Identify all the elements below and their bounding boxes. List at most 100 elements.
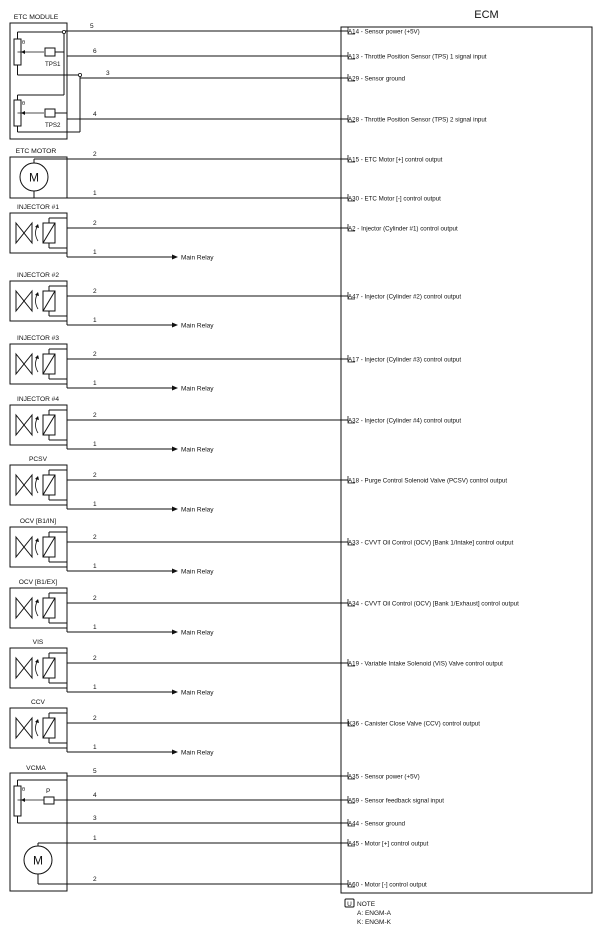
pin-number: 5 (93, 768, 97, 775)
valve-symbol (15, 413, 25, 437)
coil-diagonal (42, 353, 56, 375)
main-relay-arrow (172, 629, 178, 635)
pin-number: 2 (93, 595, 97, 602)
valve-arrow-head (35, 659, 39, 663)
main-relay-label: Main Relay (181, 507, 214, 514)
note-title: NOTE (357, 901, 376, 908)
terminal-bracket (347, 796, 355, 804)
coil-diagonal (42, 657, 56, 679)
terminal-bracket (347, 659, 355, 667)
motor-icon (19, 162, 49, 192)
pin-number: 2 (93, 472, 97, 479)
actuator-title: OCV [B1/EX] (19, 579, 58, 586)
actuator-terminal-label: A32 - Injector (Cylinder #4) control out… (348, 418, 461, 425)
actuator-terminal-label: A17 - Injector (Cylinder #3) control out… (348, 357, 461, 364)
terminal-bracket (347, 538, 355, 546)
actuator-title: PCSV (29, 456, 48, 463)
terminal-bracket (347, 819, 355, 827)
ecm-box (340, 26, 593, 894)
coil-icon (42, 353, 56, 375)
terminal-bracket (347, 194, 355, 202)
pin-number: 1 (93, 249, 97, 256)
vcma-terminal-label: A59 - Sensor feedback signal input (348, 798, 444, 805)
terminal-bracket (347, 880, 355, 888)
etc-terminal-label: A29 - Sensor ground (348, 76, 406, 83)
main-relay-arrow (172, 568, 178, 574)
actuator-terminal-label: A2 - Injector (Cylinder #1) control outp… (348, 226, 458, 233)
etc-terminal-label: A30 - ETC Motor [-] control output (348, 196, 441, 203)
actuator-terminal-label: A33 - CVVT Oil Control (OCV) [Bank 1/Int… (348, 540, 514, 547)
vcma-motor-symbol: M (33, 854, 43, 868)
pin-number: 4 (93, 792, 97, 799)
terminal-bracket (347, 772, 355, 780)
note-icon-letter: U (347, 901, 352, 908)
theta-symbol: θ (22, 101, 25, 107)
pin-number: 1 (93, 501, 97, 508)
coil-diagonal (42, 290, 56, 312)
valve-symbol (15, 352, 25, 376)
actuator-title: CCV (31, 699, 46, 706)
actuator-terminal-label: A19 - Variable Intake Solenoid (VIS) Val… (348, 661, 503, 668)
terminal-bracket (347, 155, 355, 163)
terminal-bracket (347, 476, 355, 484)
actuator-title: INJECTOR #4 (17, 396, 59, 403)
pin-number: 1 (93, 380, 97, 387)
note-line: K: ENGM-K (357, 919, 392, 926)
etc-terminal-label: A13 - Throttle Position Sensor (TPS) 1 s… (348, 54, 487, 61)
pin-number: 2 (93, 534, 97, 541)
terminal-bracket (347, 599, 355, 607)
pin-number: 1 (93, 624, 97, 631)
etc-terminal-label: A14 - Sensor power (+5V) (348, 29, 420, 36)
pin-number: 2 (93, 151, 97, 158)
theta-symbol: θ (22, 787, 25, 793)
valve-symbol (15, 535, 25, 559)
pin-number: 2 (93, 288, 97, 295)
terminal-bracket (347, 839, 355, 847)
coil-diagonal (42, 414, 56, 436)
pin-number: 3 (93, 815, 97, 822)
coil-diagonal (42, 222, 56, 244)
actuator-terminal-label: K36 - Canister Close Valve (CCV) control… (348, 721, 480, 728)
pin-number: 1 (93, 190, 97, 197)
coil-icon (42, 717, 56, 739)
actuator-box (9, 212, 68, 254)
main-relay-label: Main Relay (181, 690, 214, 697)
main-relay-label: Main Relay (181, 630, 214, 637)
tps2-wiper-arrow (21, 111, 25, 115)
main-relay-arrow (172, 446, 178, 452)
coil-diagonal (42, 474, 56, 496)
coil-icon (42, 414, 56, 436)
vcma-terminal-label: A45 - Motor [+] control output (348, 841, 429, 848)
vcma-terminal-label: A35 - Sensor power (+5V) (348, 774, 420, 781)
junction-dot (78, 73, 83, 78)
actuator-title: VIS (33, 639, 44, 646)
main-relay-label: Main Relay (181, 255, 214, 262)
tps1-wiper-arrow (21, 50, 25, 54)
etc-motor-title: ETC MOTOR (16, 148, 57, 155)
valve-arrow-head (35, 224, 39, 228)
valve-symbol (23, 413, 33, 437)
pin-number: 2 (93, 715, 97, 722)
main-relay-label: Main Relay (181, 569, 214, 576)
vcma-terminal-label: A60 - Motor [-] control output (348, 882, 427, 889)
pin-number: 1 (93, 441, 97, 448)
tps1-sensor-element (44, 47, 56, 57)
terminal-bracket (347, 52, 355, 60)
main-relay-label: Main Relay (181, 386, 214, 393)
coil-icon (42, 597, 56, 619)
vcma-terminal-label: A44 - Sensor ground (348, 821, 406, 828)
pin-number: 6 (93, 48, 97, 55)
vcma-wiper-arrow (21, 798, 25, 802)
pin-number: 5 (90, 23, 94, 30)
pin-number: 1 (93, 744, 97, 751)
main-relay-label: Main Relay (181, 447, 214, 454)
actuator-title: INJECTOR #1 (17, 204, 59, 211)
coil-icon (42, 290, 56, 312)
terminal-bracket (347, 224, 355, 232)
actuator-box (9, 280, 68, 322)
main-relay-arrow (172, 749, 178, 755)
terminal-bracket (347, 74, 355, 82)
coil-diagonal (42, 536, 56, 558)
coil-diagonal (42, 597, 56, 619)
actuator-box (9, 526, 68, 568)
